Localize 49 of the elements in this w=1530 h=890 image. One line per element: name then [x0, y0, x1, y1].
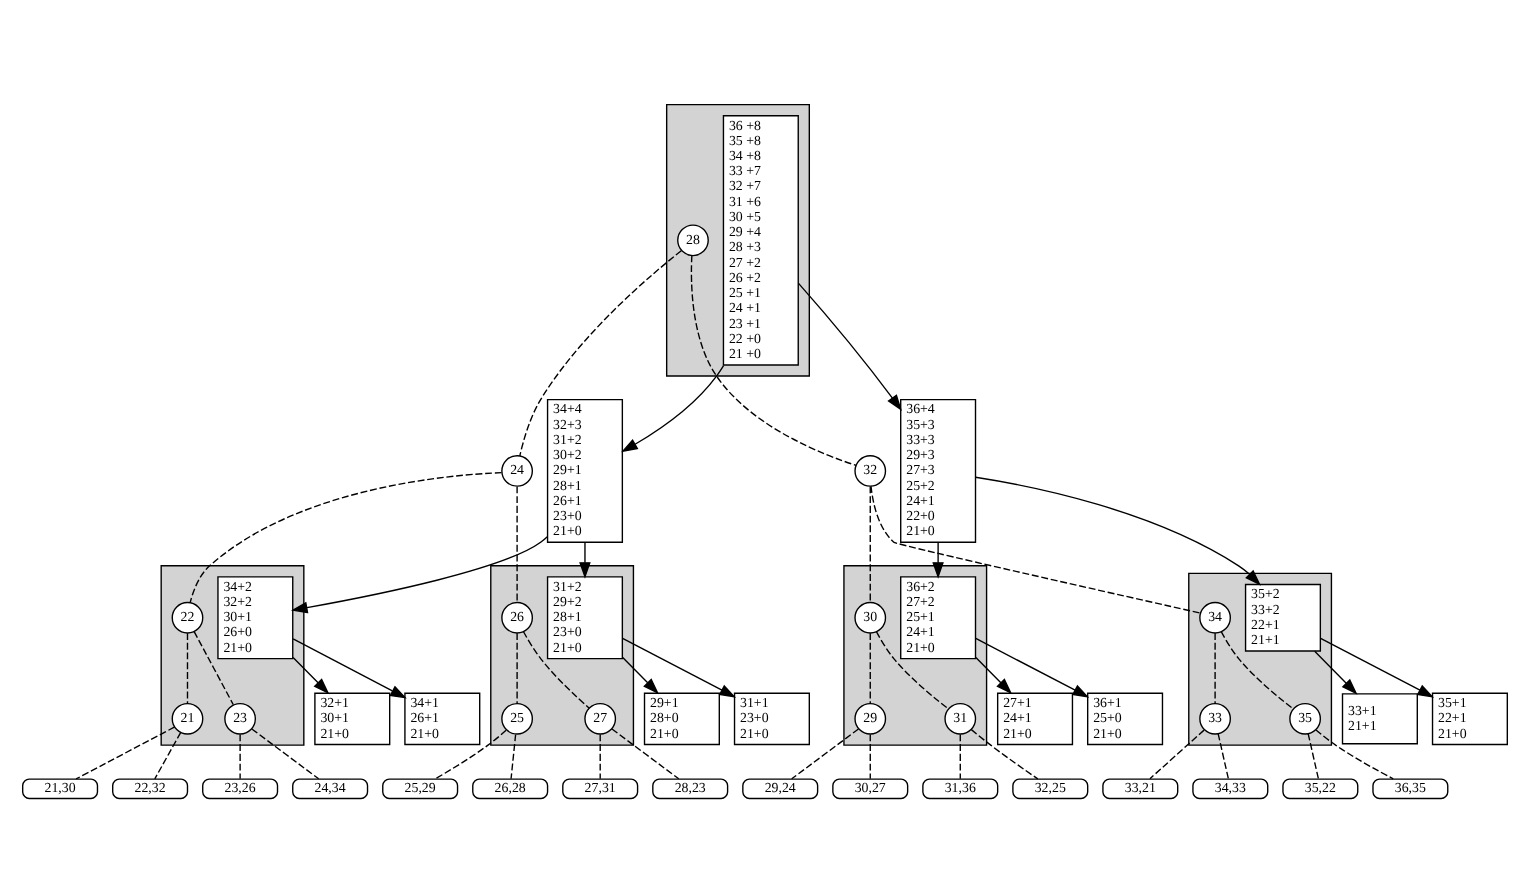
connector [875, 630, 950, 709]
cluster [1188, 571, 1333, 745]
connector [791, 727, 860, 779]
connector [1149, 728, 1205, 779]
connector [522, 630, 590, 708]
arrow [292, 637, 407, 698]
connector [510, 732, 517, 779]
connector [239, 732, 241, 779]
connector [154, 730, 182, 779]
connector [1315, 728, 1394, 779]
connector [516, 484, 518, 603]
connector [189, 470, 503, 603]
connector [1217, 732, 1230, 779]
arrow [1314, 649, 1358, 694]
arrow [579, 540, 591, 578]
connector [193, 629, 235, 705]
connector [869, 631, 871, 704]
connector [599, 732, 601, 779]
connector [519, 249, 682, 456]
arrow [975, 636, 1090, 697]
arrow [932, 540, 944, 578]
connector [434, 728, 507, 779]
connector [970, 727, 1039, 779]
connector [1214, 631, 1216, 704]
connector [1220, 630, 1294, 709]
arrow [621, 636, 737, 697]
cluster [665, 102, 810, 376]
arrow [974, 475, 1262, 585]
arrow [975, 655, 1013, 694]
arrow [621, 363, 725, 452]
cluster [490, 564, 635, 745]
connector [516, 631, 518, 704]
connector [251, 727, 320, 779]
arrow [797, 281, 902, 410]
connector [869, 732, 871, 779]
connector [870, 484, 1201, 613]
connector [1307, 732, 1320, 779]
connector [611, 727, 680, 779]
cluster [160, 564, 305, 745]
connector [690, 254, 857, 465]
connector [869, 484, 871, 603]
arrow [622, 655, 659, 694]
cluster [843, 564, 988, 745]
arrow [292, 655, 330, 694]
connector [75, 725, 175, 779]
connector [959, 732, 961, 779]
arrow [290, 535, 549, 613]
connector [186, 631, 189, 704]
arrow [1319, 636, 1435, 697]
